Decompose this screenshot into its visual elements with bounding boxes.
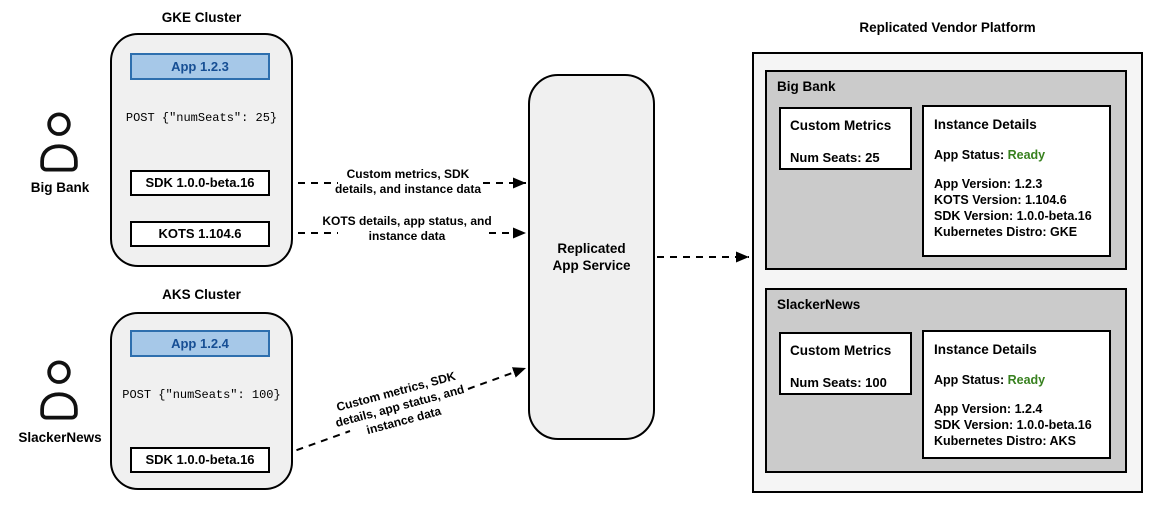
arrow-label-line: instance data [368,229,446,243]
details-line: Kubernetes Distro: GKE [934,225,1078,239]
details-line: Kubernetes Distro: AKS [934,434,1076,448]
details-line: KOTS Version: 1.104.6 [934,193,1067,207]
section-label-big-bank: Big Bank [777,79,836,94]
app-status-line: App Status: Ready [934,373,1109,387]
actor-label-slackernews: SlackerNews [18,430,102,445]
details-title: Instance Details [934,342,1037,357]
app-status-value: Ready [1007,148,1046,162]
details-line: App Version: 1.2.4 [934,402,1043,416]
metrics-title: Custom Metrics [790,343,892,358]
arrow-label-aks-data: Custom metrics, SDK details, app status,… [313,363,487,450]
app-status-label: App Status: [934,373,1008,387]
service-label: Replicated App Service [552,241,631,273]
platform-title: Replicated Vendor Platform [859,20,1036,35]
details-box-slackernews: Instance Details App Status: Ready App V… [922,330,1111,459]
arrow-label-sdk-data: Custom metrics, SDK details, and instanc… [320,167,496,197]
metrics-title: Custom Metrics [790,118,892,133]
metrics-box-slackernews: Custom Metrics Num Seats: 100 [779,332,912,395]
arrow-label-kots-data: KOTS details, app status, and instance d… [312,214,502,244]
app-status-value: Ready [1007,373,1046,387]
actor-label-big-bank: Big Bank [30,180,90,195]
gke-app-box: App 1.2.3 [130,53,270,80]
gke-sdk-box: SDK 1.0.0-beta.16 [130,170,270,196]
details-line: SDK Version: 1.0.0-beta.16 [934,418,1092,432]
app-status-line: App Status: Ready [934,148,1109,162]
arrow-label-line: KOTS details, app status, and [322,214,492,228]
section-label-slackernews: SlackerNews [777,297,861,312]
metrics-value: Num Seats: 100 [790,375,887,390]
user-icon [40,360,78,420]
metrics-box-big-bank: Custom Metrics Num Seats: 25 [779,107,912,170]
aks-sdk-box: SDK 1.0.0-beta.16 [130,447,270,473]
arrow-label-line: details, and instance data [334,182,482,196]
user-icon [40,112,78,172]
metrics-value: Num Seats: 25 [790,150,880,165]
cluster-title-aks: AKS Cluster [162,287,241,302]
aks-post-text: POST {"numSeats": 100} [122,388,281,402]
details-lines: App Version: 1.2.3 KOTS Version: 1.104.6… [934,176,1109,240]
gke-kots-box: KOTS 1.104.6 [130,221,270,247]
details-box-big-bank: Instance Details App Status: Ready App V… [922,105,1111,257]
arrow-label-line: Custom metrics, SDK [346,167,470,181]
cluster-title-gke: GKE Cluster [161,10,242,25]
app-status-label: App Status: [934,148,1008,162]
aks-app-box: App 1.2.4 [130,330,270,357]
details-lines: App Version: 1.2.4 SDK Version: 1.0.0-be… [934,401,1109,449]
gke-post-text: POST {"numSeats": 25} [125,111,278,125]
details-line: SDK Version: 1.0.0-beta.16 [934,209,1092,223]
replicated-app-service-box: Replicated App Service [528,74,655,440]
details-line: App Version: 1.2.3 [934,177,1043,191]
details-title: Instance Details [934,117,1037,132]
